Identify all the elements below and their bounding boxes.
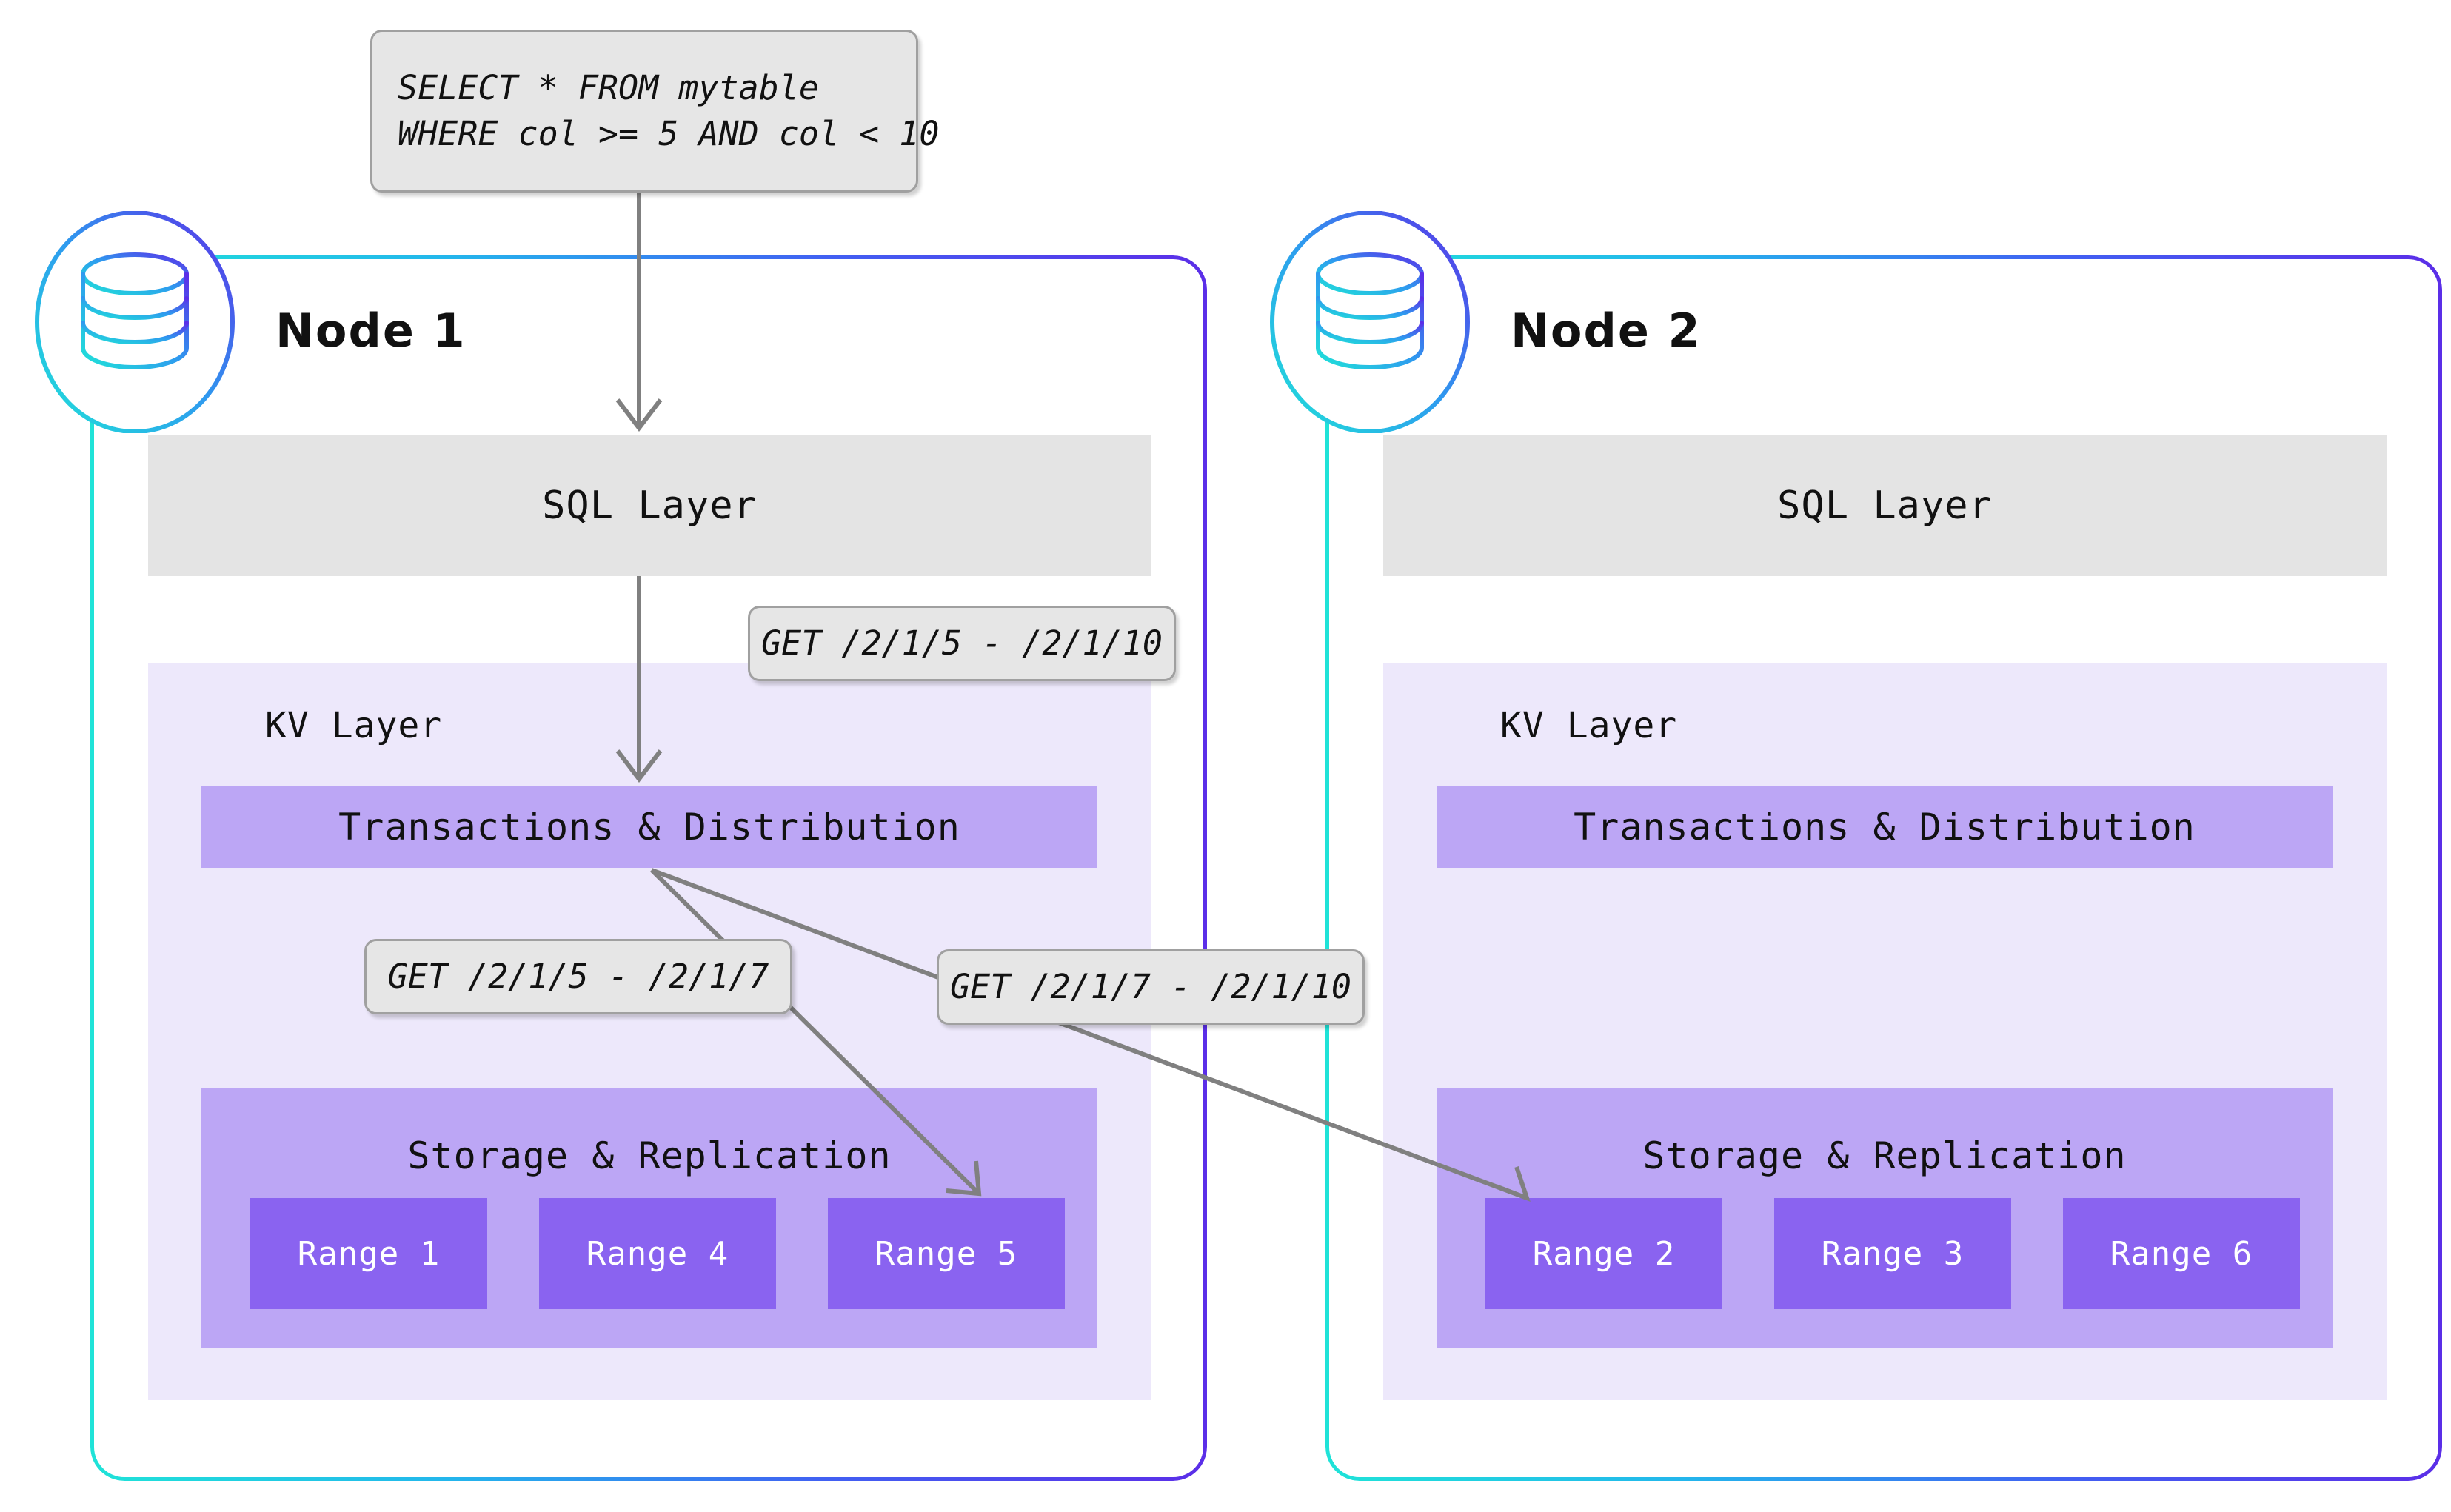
node-2-storage-box: Storage & Replication Range 2 Range 3 Ra…	[1437, 1088, 2333, 1348]
database-icon	[1316, 252, 1424, 369]
range-box[interactable]: Range 5	[828, 1198, 1065, 1309]
node-2-storage-label: Storage & Replication	[1642, 1134, 2127, 1177]
node-1-transactions-label: Transactions & Distribution	[338, 806, 960, 849]
sql-query-line-1: SELECT * FROM mytable	[398, 67, 819, 107]
node-2-title: Node 2	[1511, 304, 1702, 358]
range-box[interactable]: Range 4	[539, 1198, 776, 1309]
node-1-storage-label: Storage & Replication	[407, 1134, 892, 1177]
range-label: Range 4	[586, 1234, 729, 1273]
node-1-sql-layer: SQL Layer	[148, 435, 1151, 576]
node-2-transactions-label: Transactions & Distribution	[1574, 806, 2196, 849]
node-1-storage-box: Storage & Replication Range 1 Range 4 Ra…	[201, 1088, 1097, 1348]
node-1-kv-layer-label: KV Layer	[265, 705, 443, 746]
range-label: Range 5	[875, 1234, 1018, 1273]
node-1-badge	[24, 210, 246, 434]
node-2-badge	[1259, 210, 1481, 434]
range-box[interactable]: Range 2	[1485, 1198, 1722, 1309]
node-2-kv-layer-label: KV Layer	[1500, 705, 1678, 746]
node-2-transactions-bar: Transactions & Distribution	[1437, 786, 2333, 868]
node-1-transactions-bar: Transactions & Distribution	[201, 786, 1097, 868]
range-label: Range 3	[1821, 1234, 1965, 1273]
sql-query-line-2: WHERE col >= 5 AND col < 10	[398, 114, 940, 153]
range-box[interactable]: Range 3	[1774, 1198, 2011, 1309]
node-2-sql-layer: SQL Layer	[1383, 435, 2387, 576]
node-2-range-row: Range 2 Range 3 Range 6	[1485, 1198, 2300, 1309]
callout-kv-local-range: GET /2/1/5 - /2/1/7	[364, 939, 792, 1014]
callout-sql-to-kv-text: GET /2/1/5 - /2/1/10	[761, 623, 1163, 663]
sql-query-bubble: SELECT * FROM mytable WHERE col >= 5 AND…	[370, 30, 940, 193]
callout-kv-remote-range: GET /2/1/7 - /2/1/10	[937, 949, 1365, 1025]
sql-query-text: SELECT * FROM mytable WHERE col >= 5 AND…	[398, 65, 940, 157]
callout-sql-to-kv: GET /2/1/5 - /2/1/10	[748, 606, 1176, 681]
callout-kv-remote-range-text: GET /2/1/7 - /2/1/10	[950, 966, 1351, 1006]
range-box[interactable]: Range 6	[2063, 1198, 2300, 1309]
range-box[interactable]: Range 1	[250, 1198, 487, 1309]
node-2-sql-layer-label: SQL Layer	[1777, 484, 1993, 528]
range-label: Range 2	[1532, 1234, 1676, 1273]
callout-kv-local-range-text: GET /2/1/5 - /2/1/7	[387, 956, 769, 996]
node-1-title: Node 1	[275, 304, 467, 358]
database-icon	[81, 252, 189, 369]
node-1-sql-layer-label: SQL Layer	[542, 484, 758, 528]
range-label: Range 1	[297, 1234, 441, 1273]
range-label: Range 6	[2110, 1234, 2253, 1273]
node-1-range-row: Range 1 Range 4 Range 5	[250, 1198, 1065, 1309]
